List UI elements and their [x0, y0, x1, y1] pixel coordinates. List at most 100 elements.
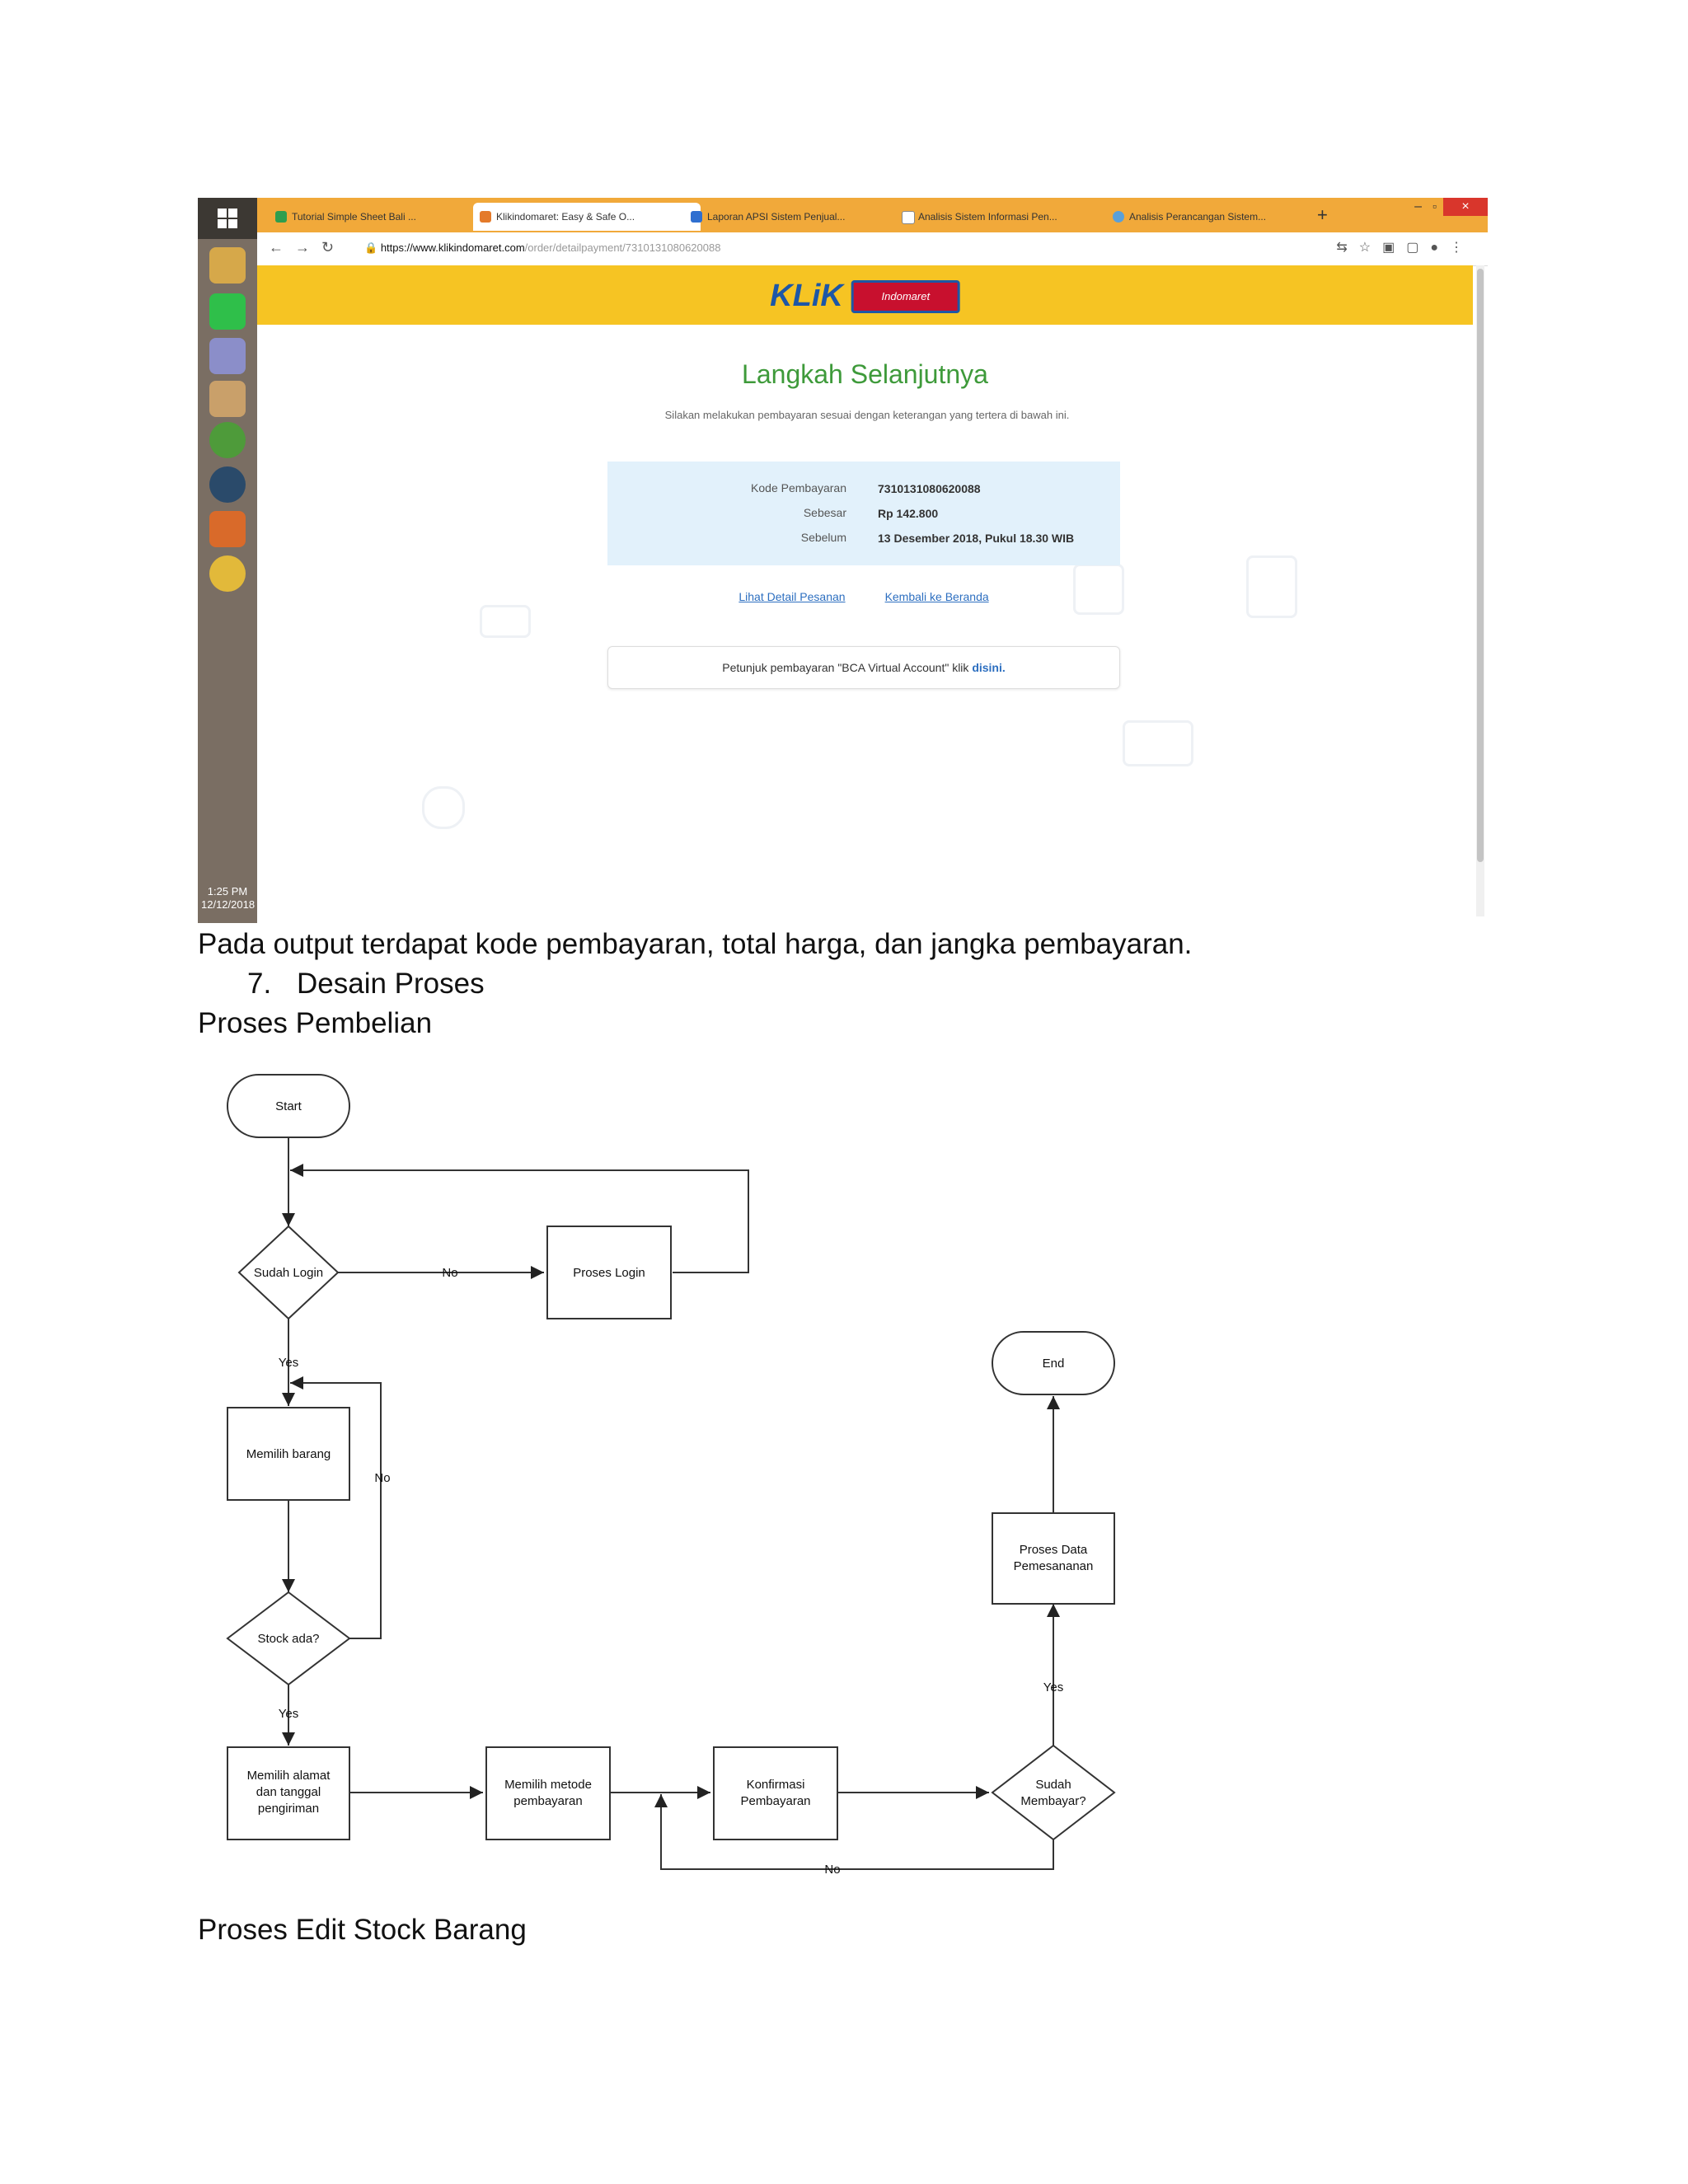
scrollbar-thumb[interactable]	[1477, 269, 1484, 862]
payment-code-label: Kode Pembayaran	[751, 481, 846, 494]
profile-icon[interactable]: ●	[1430, 241, 1450, 255]
docs-favicon-icon	[691, 211, 702, 223]
tab-label: Laporan APSI Sistem Penjual...	[707, 211, 846, 223]
close-window-icon[interactable]: ×	[1443, 198, 1488, 216]
order-links: Lihat Detail Pesanan Kembali ke Beranda	[607, 590, 1120, 603]
proses-data-label-line2: Pemesananan	[1014, 1559, 1094, 1573]
page-favicon-icon	[902, 211, 915, 224]
proses-data-label-line1: Proses Data	[1020, 1543, 1088, 1557]
app-icon[interactable]	[209, 381, 246, 417]
utorrent-icon[interactable]	[209, 422, 246, 458]
reload-icon[interactable]: ↻	[321, 239, 346, 255]
tab-2[interactable]: Klikindomaret: Easy & Safe O...	[473, 203, 701, 231]
payment-deadline-label: Sebelum	[800, 531, 846, 544]
start-label: Start	[275, 1099, 302, 1113]
list-item-desain-proses: Desain Proses	[297, 968, 485, 1000]
address-bar: ←→↻ 🔒 https://www.klikindomaret.com/orde…	[257, 232, 1488, 266]
sudah-membayar-label-line2: Membayar?	[1020, 1794, 1085, 1808]
cast-icon[interactable]: ▢	[1406, 241, 1431, 255]
forward-icon[interactable]: →	[295, 239, 321, 255]
edge-label-no: No	[824, 1863, 840, 1877]
line-app-icon[interactable]	[209, 293, 246, 330]
translate-icon[interactable]: ⇆	[1336, 241, 1359, 255]
memilih-barang-process	[227, 1407, 350, 1501]
flow-loop-arrow	[290, 1376, 382, 1639]
stock-ada-label: Stock ada?	[257, 1632, 319, 1646]
memilih-alamat-label-line3: pengiriman	[258, 1802, 319, 1816]
tab-label: Analisis Perancangan Sistem...	[1129, 211, 1267, 223]
site-favicon-icon	[1113, 211, 1124, 223]
logo-indomaret-badge: Indomaret	[851, 279, 960, 313]
flow-loop-arrow	[654, 1794, 1054, 1870]
start-terminator	[227, 1074, 350, 1138]
memilih-alamat-label-line1: Memilih alamat	[247, 1769, 331, 1783]
clock-date: 12/12/2018	[201, 898, 256, 911]
memilih-metode-label-line1: Memilih metode	[504, 1778, 592, 1792]
end-label: End	[1043, 1357, 1065, 1371]
back-home-link[interactable]: Kembali ke Beranda	[884, 590, 989, 603]
payment-hint-text: Petunjuk pembayaran "BCA Virtual Account…	[722, 661, 969, 674]
page-body: Langkah Selanjutnya Silakan melakukan pe…	[257, 325, 1473, 923]
section-heading-proses-pembelian: Proses Pembelian	[198, 1007, 433, 1039]
order-detail-link[interactable]: Lihat Detail Pesanan	[738, 590, 846, 603]
payment-deadline-value: 13 Desember 2018, Pukul 18.30 WIB	[878, 532, 1075, 545]
steam-icon[interactable]	[209, 466, 246, 503]
sudah-membayar-decision	[991, 1744, 1116, 1841]
page-heading: Langkah Selanjutnya	[742, 359, 988, 389]
payment-hint-box: Petunjuk pembayaran "BCA Virtual Account…	[607, 646, 1120, 689]
tab-5[interactable]: Analisis Perancangan Sistem...	[1106, 203, 1327, 231]
new-tab-icon[interactable]: +	[1317, 204, 1328, 225]
menu-icon[interactable]: ⋮	[1450, 241, 1475, 255]
maximize-icon[interactable]: ▫	[1432, 199, 1437, 213]
toolbar-icons: ⇆☆▣▢●⋮	[1336, 239, 1475, 255]
payment-amount-value: Rp 142.800	[878, 507, 939, 520]
flow-loop-arrow	[290, 1164, 749, 1273]
edge-label-no: No	[374, 1471, 390, 1485]
edge-label-yes: Yes	[1043, 1680, 1063, 1694]
url-field[interactable]: 🔒 https://www.klikindomaret.com/order/de…	[364, 241, 720, 255]
payment-screenshot: 1:25 PM 12/12/2018 Tutorial Simple Sheet…	[198, 198, 1488, 923]
discord-icon[interactable]	[209, 338, 246, 374]
sheets-favicon-icon	[275, 211, 287, 223]
sudah-login-label: Sudah Login	[254, 1266, 323, 1280]
lock-icon: 🔒	[364, 241, 381, 254]
proses-login-process	[546, 1226, 672, 1319]
tab-label: Tutorial Simple Sheet Bali ...	[292, 211, 416, 223]
url-host: https://www.klikindomaret.com	[380, 241, 525, 254]
payment-code-value: 7310131080620088	[878, 482, 981, 495]
payment-hint-link[interactable]: disini.	[972, 661, 1006, 674]
page-scrollbar[interactable]	[1476, 265, 1484, 916]
tab-1[interactable]: Tutorial Simple Sheet Bali ...	[269, 203, 490, 231]
windows-start-icon[interactable]	[198, 198, 257, 239]
app-icon[interactable]	[209, 555, 246, 592]
payment-info-box: Kode Pembayaran 7310131080620088 Sebesar…	[607, 462, 1120, 565]
decor-icon	[422, 786, 465, 829]
section-heading-proses-edit-stock: Proses Edit Stock Barang	[198, 1914, 527, 1946]
back-icon[interactable]: ←	[269, 239, 295, 255]
stock-ada-decision	[226, 1591, 351, 1686]
payment-amount-label: Sebesar	[803, 506, 846, 519]
memilih-barang-label: Memilih barang	[246, 1447, 331, 1461]
extension-icon[interactable]: ▣	[1382, 241, 1407, 255]
tab-label: Klikindomaret: Easy & Safe O...	[496, 211, 635, 223]
list-number: 7.	[247, 968, 272, 1000]
sudah-membayar-label-line1: Sudah	[1035, 1778, 1071, 1792]
end-terminator	[992, 1331, 1115, 1395]
sudah-login-decision	[237, 1225, 340, 1320]
decor-icon	[1123, 720, 1193, 766]
git-icon[interactable]	[209, 511, 246, 547]
screenshot-caption: Pada output terdapat kode pembayaran, to…	[198, 928, 1193, 960]
konfirmasi-pembayaran-process	[713, 1746, 838, 1840]
tab-label: Analisis Sistem Informasi Pen...	[918, 211, 1057, 223]
windows-taskbar: 1:25 PM 12/12/2018	[198, 198, 257, 923]
taskbar-clock[interactable]: 1:25 PM 12/12/2018	[201, 885, 256, 912]
tab-4[interactable]: Analisis Sistem Informasi Pen...	[895, 203, 1123, 231]
minimize-icon[interactable]: –	[1414, 199, 1422, 213]
star-icon[interactable]: ☆	[1358, 241, 1383, 255]
tab-3[interactable]: Laporan APSI Sistem Penjual...	[684, 203, 912, 231]
payment-instruction: Silakan melakukan pembayaran sesuai deng…	[664, 409, 1070, 421]
klikindomaret-favicon-icon	[480, 211, 491, 223]
chrome-icon[interactable]	[209, 247, 246, 284]
